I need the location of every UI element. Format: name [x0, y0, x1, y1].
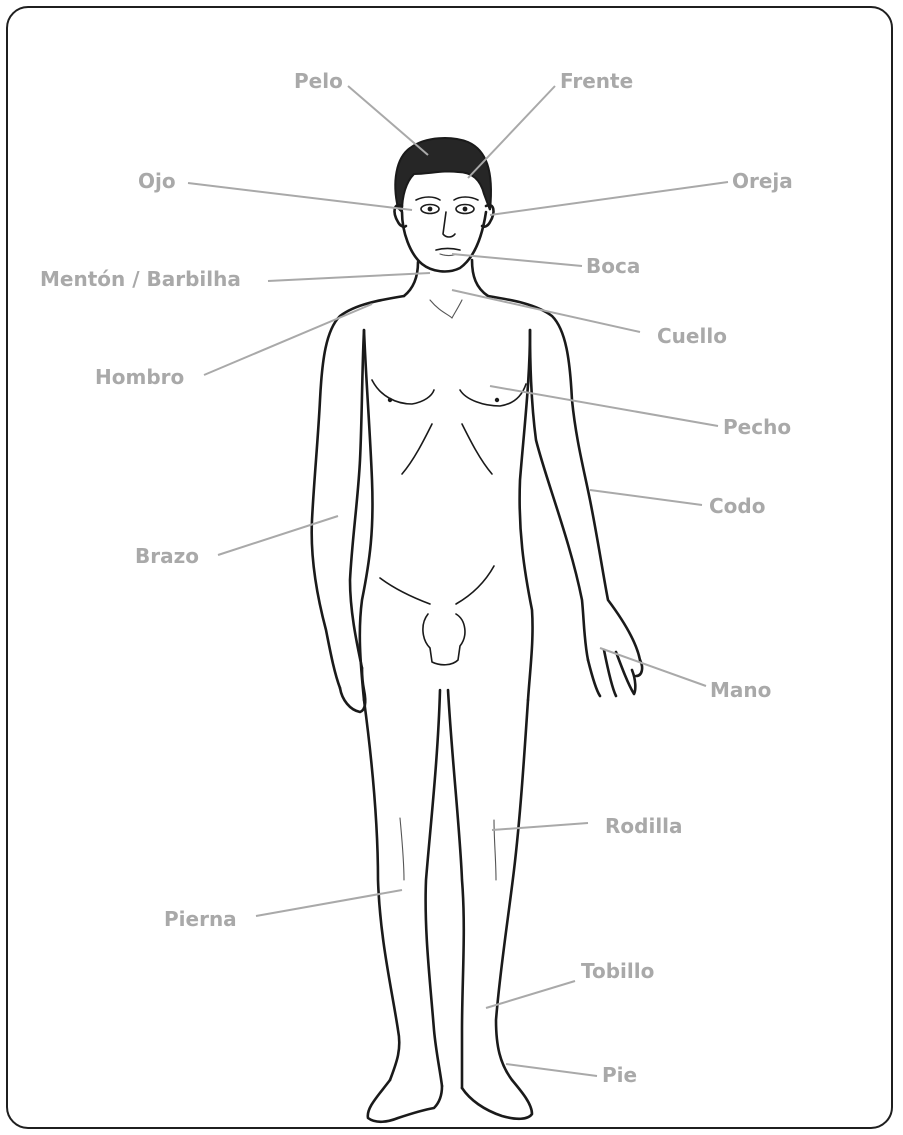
label-pie: Pie	[602, 1063, 637, 1087]
right-foot	[462, 1080, 532, 1119]
label-mano: Mano	[710, 678, 771, 702]
leader-codo	[590, 490, 702, 505]
leader-pie	[506, 1064, 597, 1076]
leader-menton	[268, 273, 430, 281]
label-hombro: Hombro	[95, 365, 184, 389]
labels: Pelo Frente Ojo Oreja Boca Mentón / Barb…	[40, 69, 793, 1087]
label-ojo: Ojo	[138, 169, 176, 193]
label-pecho: Pecho	[723, 415, 791, 439]
label-tobillo: Tobillo	[581, 959, 654, 983]
right-leg-inner	[448, 690, 464, 1088]
label-boca: Boca	[586, 254, 640, 278]
right-hand	[588, 650, 642, 696]
label-rodilla: Rodilla	[605, 814, 683, 838]
leader-brazo	[218, 516, 338, 555]
left-leg-outer	[364, 700, 399, 1080]
groin	[423, 614, 465, 665]
label-pelo: Pelo	[294, 69, 343, 93]
label-pierna: Pierna	[164, 907, 237, 931]
leader-hombro	[204, 304, 372, 375]
leader-ojo	[188, 183, 412, 210]
label-menton: Mentón / Barbilha	[40, 267, 241, 291]
leader-cuello	[452, 290, 640, 332]
hair-shape	[395, 138, 491, 212]
left-eyebrow	[416, 197, 440, 200]
left-pectoral	[372, 380, 434, 404]
leader-oreja	[490, 182, 728, 215]
leader-mano	[600, 648, 706, 686]
label-oreja: Oreja	[732, 169, 793, 193]
right-shoulder-arm-outer	[488, 296, 640, 660]
leader-rodilla	[492, 823, 588, 830]
left-foot	[368, 1080, 442, 1122]
label-brazo: Brazo	[135, 544, 199, 568]
label-cuello: Cuello	[657, 324, 727, 348]
leader-pelo	[348, 86, 428, 155]
neck-left	[404, 262, 418, 296]
label-frente: Frente	[560, 69, 633, 93]
leader-lines	[188, 86, 728, 1076]
nose	[443, 212, 455, 237]
neck-right	[472, 260, 488, 296]
right-leg-outer	[496, 700, 528, 1080]
mouth	[436, 249, 460, 251]
label-codo: Codo	[709, 494, 765, 518]
left-leg-inner	[426, 690, 442, 1086]
right-arm-inner	[530, 330, 588, 660]
left-arm-inner	[350, 330, 364, 668]
leader-frente	[468, 86, 555, 178]
right-eyebrow	[454, 197, 478, 200]
